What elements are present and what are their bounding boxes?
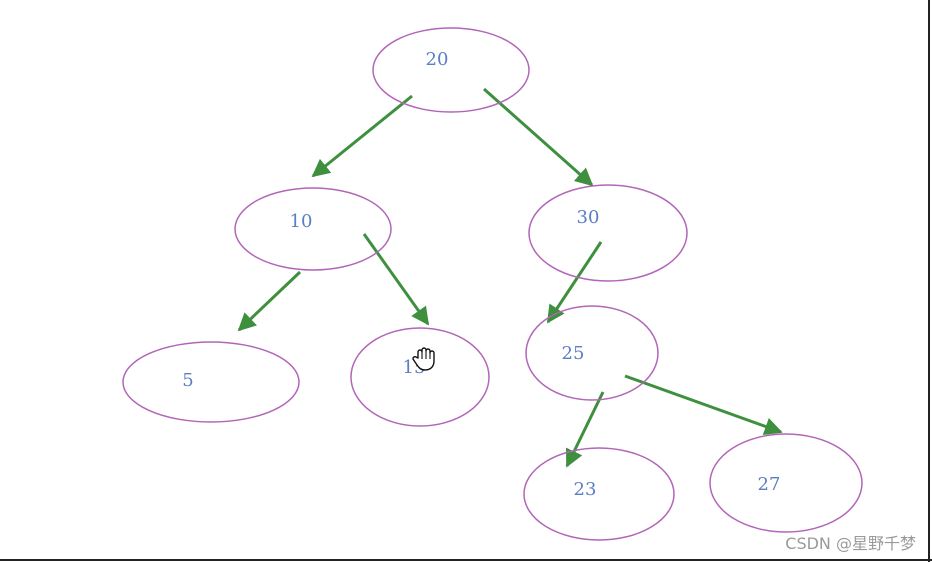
edge-n25-n23 <box>565 391 605 468</box>
node-label: 25 <box>562 343 585 364</box>
node-label: 23 <box>574 479 597 500</box>
edge-n10-n15 <box>362 233 430 326</box>
node-ellipse <box>528 184 688 282</box>
tree-node-15: 15 <box>350 327 490 427</box>
tree-node-23: 23 <box>523 447 675 541</box>
node-label: 20 <box>426 49 449 70</box>
tree-node-25: 25 <box>525 305 659 401</box>
tree-node-20: 20 <box>372 27 530 113</box>
edge-n25-n27 <box>624 374 783 435</box>
edge-n10-n5 <box>237 270 302 332</box>
node-ellipse <box>122 341 300 423</box>
node-ellipse <box>709 433 863 533</box>
edge-n20-n30 <box>483 87 594 187</box>
tree-node-5: 5 <box>122 341 300 423</box>
frame-border-right <box>928 0 930 562</box>
tree-node-30: 30 <box>528 184 688 282</box>
node-label: 10 <box>290 211 313 232</box>
node-label: 5 <box>182 370 193 391</box>
tree-node-27: 27 <box>709 433 863 533</box>
node-ellipse <box>372 27 530 113</box>
node-ellipse <box>525 305 659 401</box>
edge-n20-n10 <box>311 94 413 178</box>
node-label: 27 <box>758 474 781 495</box>
tree-node-10: 10 <box>234 187 392 271</box>
frame-border-bottom <box>0 559 932 561</box>
node-ellipse <box>234 187 392 271</box>
edge-n30-n25 <box>546 241 603 324</box>
node-label: 30 <box>577 207 600 228</box>
node-ellipse <box>350 327 490 427</box>
watermark: CSDN @星野千梦 <box>785 534 916 553</box>
grab-hand-icon <box>412 347 435 371</box>
node-ellipse <box>523 447 675 541</box>
